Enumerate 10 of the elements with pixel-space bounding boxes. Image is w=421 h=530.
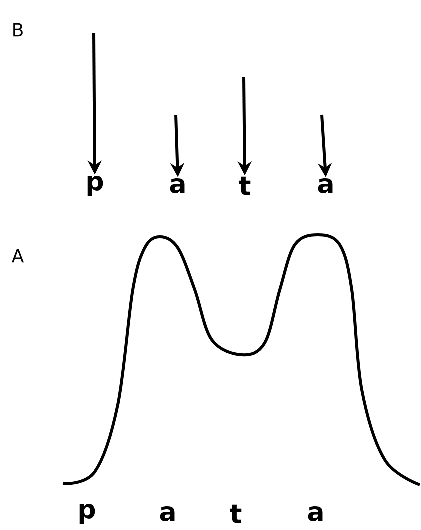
letter: a [318, 178, 333, 194]
panel-label: A [12, 249, 24, 263]
letter: t [239, 176, 251, 196]
letter: a [170, 178, 185, 194]
panel-label: B [14, 23, 23, 37]
letter: a [308, 506, 323, 522]
letter: p [88, 176, 104, 196]
letter: p [80, 504, 96, 524]
letter: t [230, 504, 242, 524]
letter: a [160, 506, 175, 522]
